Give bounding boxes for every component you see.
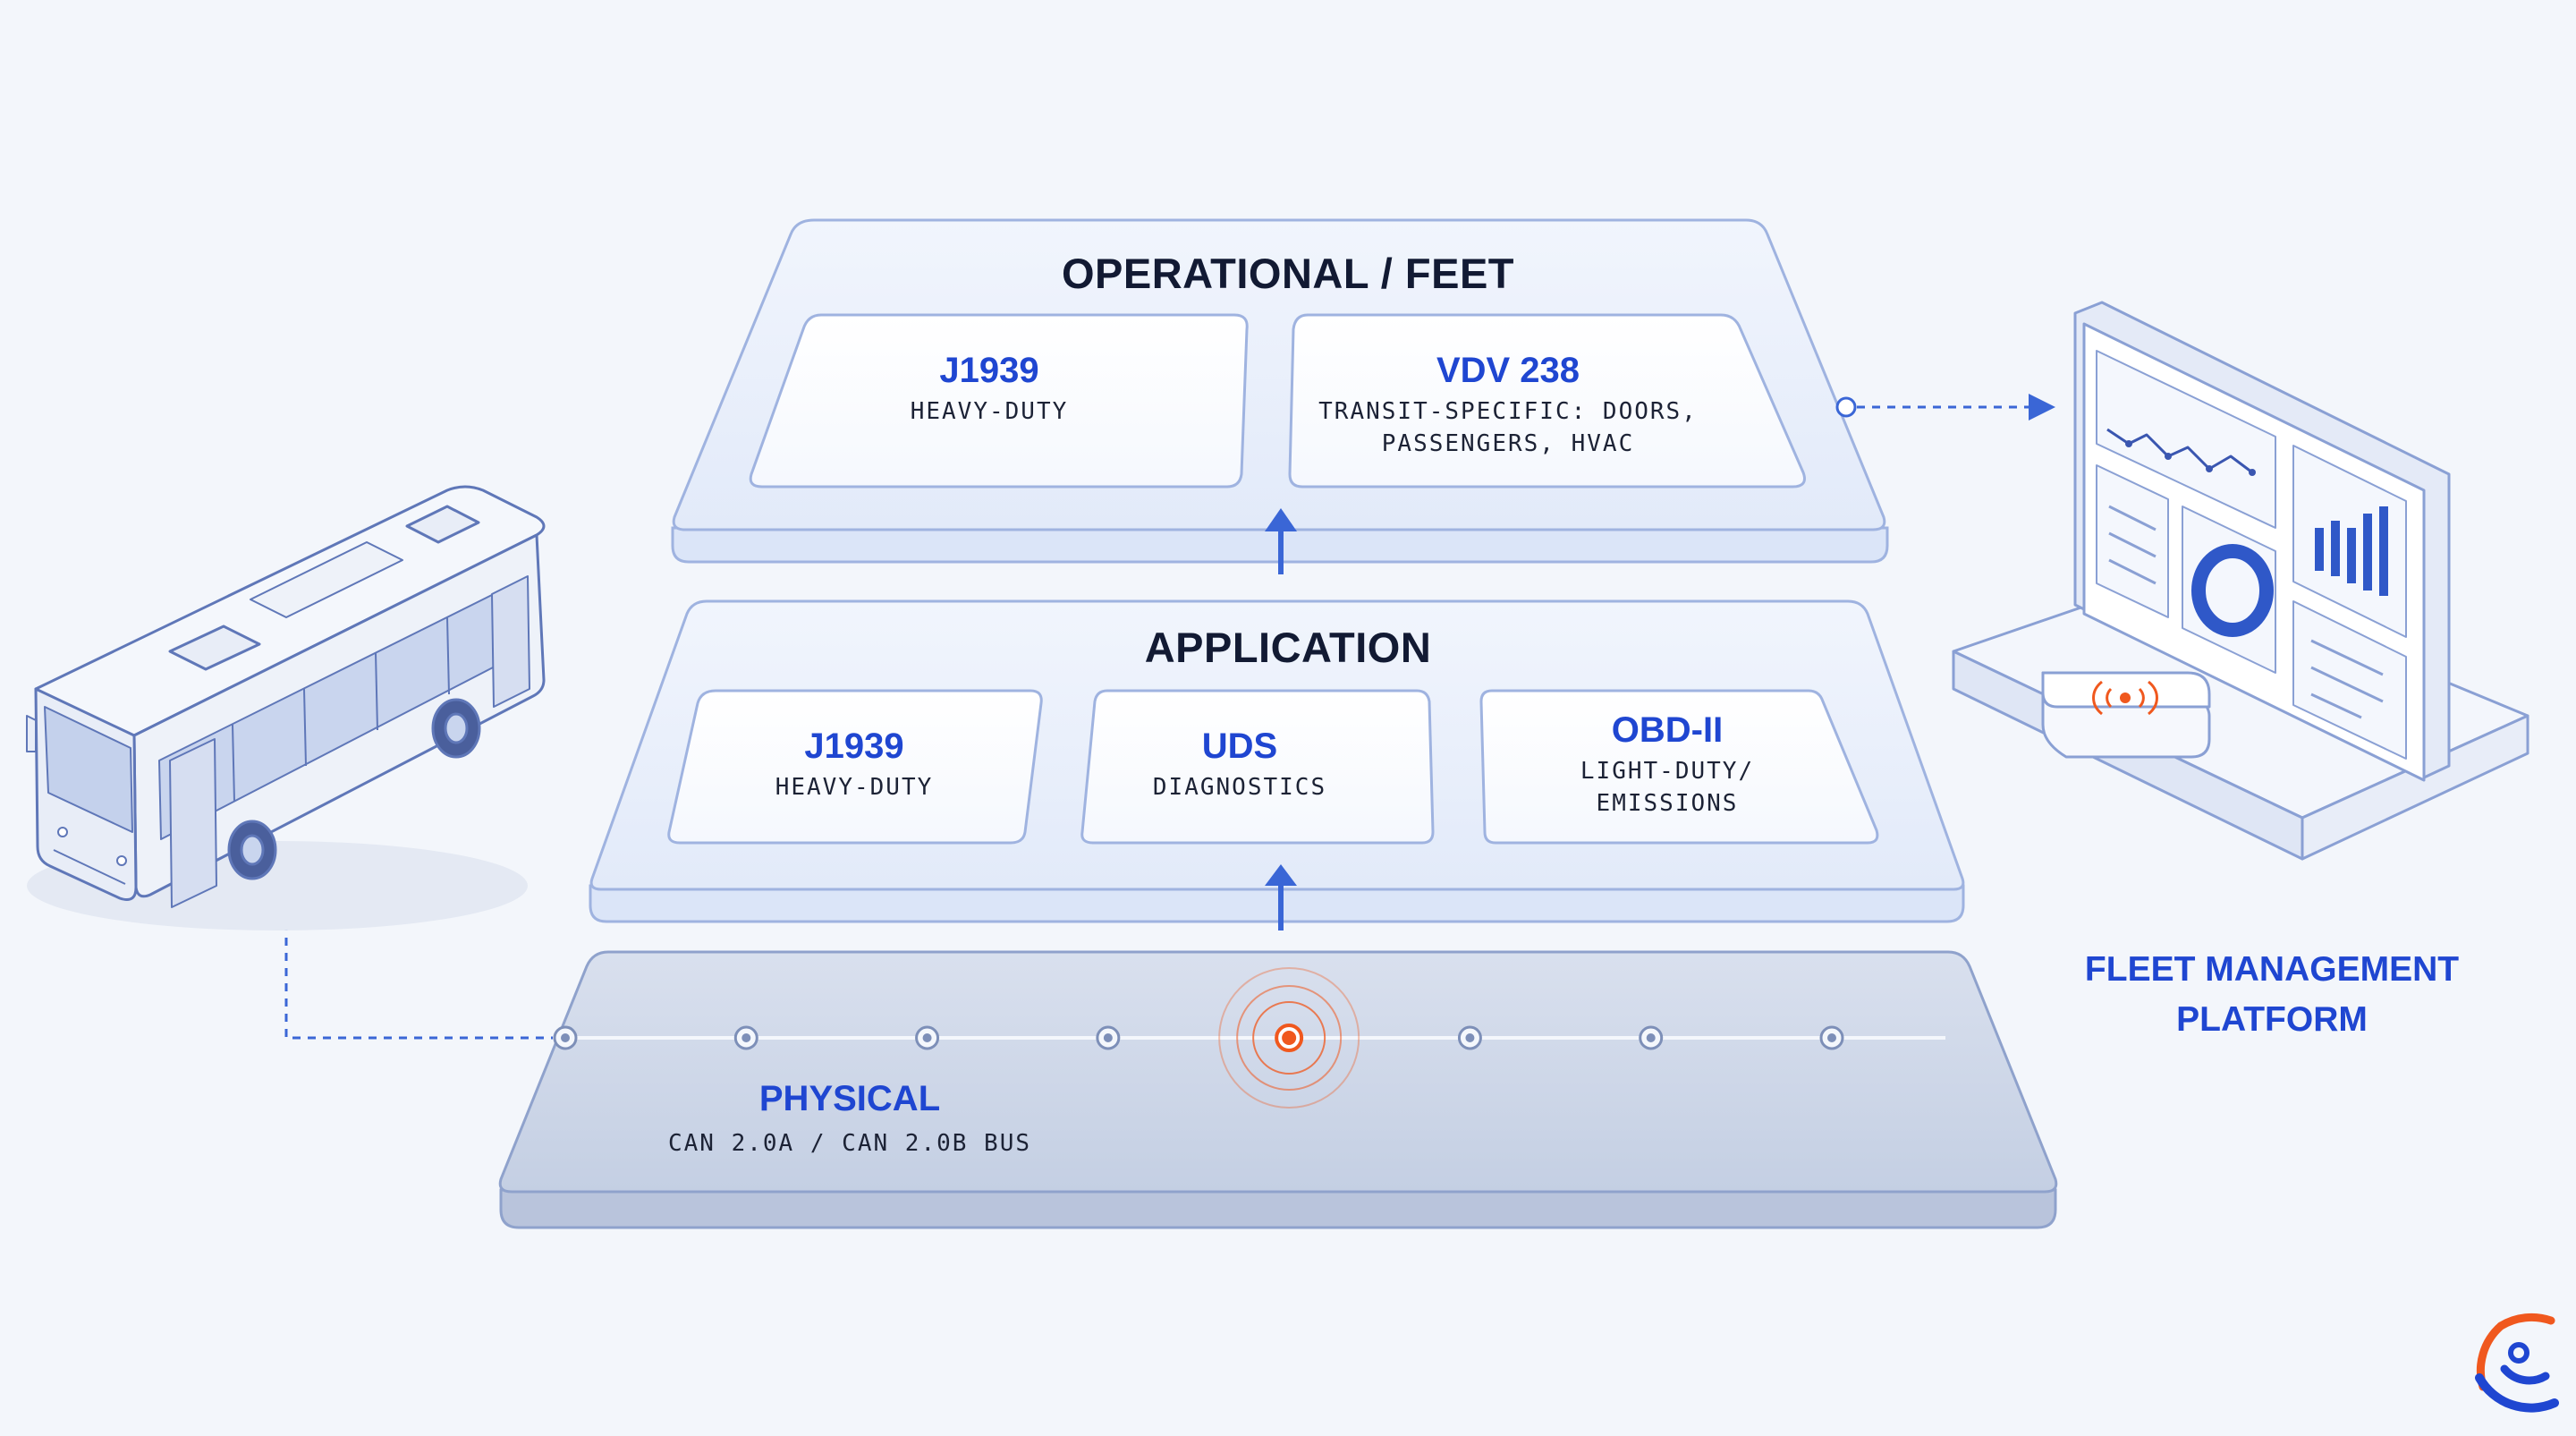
bus-node-dot — [1465, 1033, 1475, 1042]
card-app-uds-title: UDS — [1201, 726, 1278, 766]
card-app-j1939-sub: HEAVY-DUTY — [775, 774, 934, 801]
brand-logo-icon — [2475, 1313, 2559, 1413]
platform-title-line2: PLATFORM — [2176, 1000, 2368, 1039]
bus-node-dot — [1103, 1033, 1113, 1042]
monitor-dashboard-icon — [1952, 301, 2529, 861]
card-op-vdv238-title: VDV 238 — [1436, 351, 1580, 390]
card-app-uds[interactable] — [1080, 689, 1435, 845]
arrow-up-icon — [1265, 864, 1297, 886]
physical-layer — [498, 950, 2058, 1229]
card-app-uds-sub: DIAGNOSTICS — [1152, 774, 1327, 801]
signal-ring — [1252, 1001, 1326, 1075]
card-app-obd-sub-line1: LIGHT-DUTY/ — [1580, 758, 1755, 785]
card-op-vdv238-sub-line2: PASSENGERS, HVAC — [1381, 430, 1635, 457]
card-app-obd-title: OBD-II — [1611, 710, 1724, 750]
card-op-j1939[interactable] — [749, 313, 1249, 489]
application-layer-title: APPLICATION — [1144, 624, 1432, 671]
application-cards — [667, 689, 1879, 845]
operational-layer-title: OPERATIONAL / FEET — [1061, 250, 1514, 297]
operational-cards — [749, 313, 1806, 489]
vehicle-connector — [284, 877, 553, 1040]
bus-node-dot — [741, 1033, 751, 1042]
signal-ring — [1236, 985, 1343, 1091]
card-app-j1939[interactable] — [667, 689, 1043, 845]
physical-layer-sub: CAN 2.0A / CAN 2.0B BUS — [667, 1130, 1032, 1157]
card-op-j1939-sub: HEAVY-DUTY — [910, 398, 1069, 425]
card-app-obd-sub-line2: EMISSIONS — [1596, 790, 1739, 817]
bus-node-dot — [922, 1033, 932, 1042]
wireless-signal-icon — [2092, 680, 2158, 716]
card-app-j1939-title: J1939 — [804, 726, 904, 766]
signal-ring — [1218, 967, 1360, 1109]
connector-node — [1835, 396, 1857, 418]
arrow-right-icon — [2029, 394, 2055, 421]
card-op-vdv238[interactable] — [1288, 313, 1806, 489]
bus-node-dot — [1646, 1033, 1656, 1042]
bus-node-dot — [561, 1033, 570, 1042]
bus-node-dot — [1827, 1033, 1836, 1042]
bus-icon — [26, 485, 546, 930]
platform-title-line1: FLEET MANAGEMENT — [2084, 950, 2460, 989]
card-op-vdv238-sub-line1: TRANSIT-SPECIFIC: DOORS, — [1318, 398, 1698, 425]
can-bus-nodes — [553, 967, 1844, 1109]
active-bus-node-dot — [1282, 1031, 1297, 1045]
card-op-j1939-title: J1939 — [939, 351, 1039, 390]
physical-layer-title: PHYSICAL — [758, 1079, 941, 1118]
card-app-obd[interactable] — [1479, 689, 1879, 845]
arrow-up-icon — [1265, 508, 1297, 531]
